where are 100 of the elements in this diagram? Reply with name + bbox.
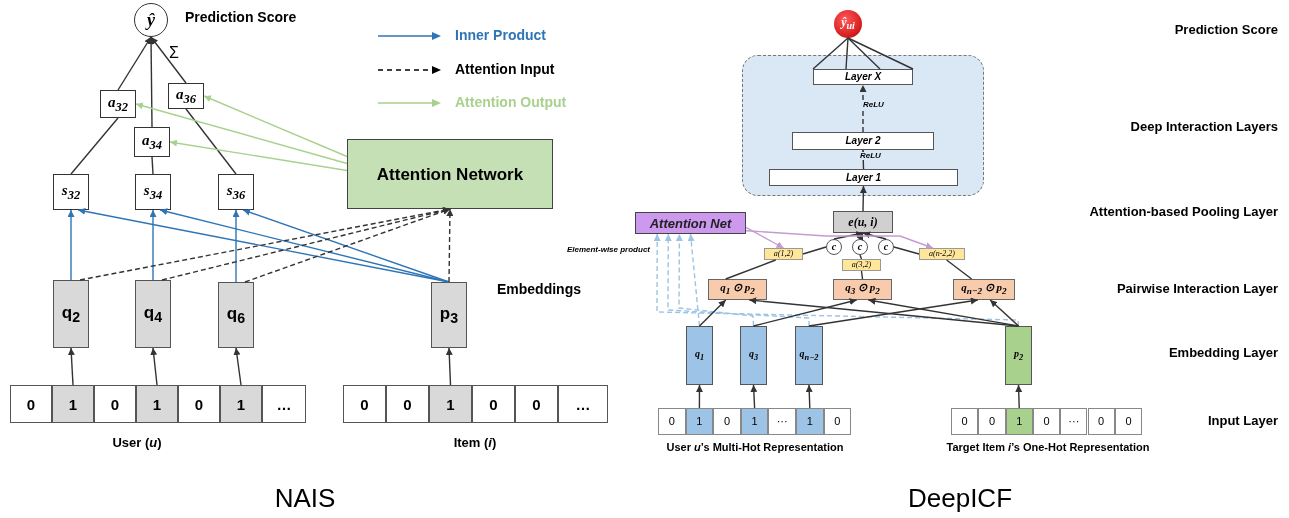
arrow (1015, 384, 1023, 409)
vector-cell: 0 (951, 408, 979, 435)
layer-box: Layer 1 (769, 169, 958, 186)
connector-line (185, 108, 237, 175)
connector-line (945, 259, 973, 280)
arrow (695, 384, 703, 409)
arrow (862, 231, 887, 240)
vector-cell: 0 (978, 408, 1006, 435)
arrow (446, 208, 454, 283)
embedding-vector: q$_{1}$ (686, 326, 713, 385)
weight-tag: a(n-2,2) (919, 248, 965, 260)
arrow (67, 347, 75, 386)
layers-panel (742, 55, 984, 196)
arrow (135, 102, 348, 165)
embedding-vector: p$_{3}$ (431, 282, 467, 348)
vector-caption: User (u) (112, 436, 162, 451)
connector-line (845, 37, 849, 70)
vector-cell: 0 (713, 408, 741, 435)
attention-network-box: Attention Network (347, 139, 553, 209)
heading-label: Prediction Score (185, 10, 297, 26)
vector-cell: 0 (343, 385, 386, 423)
connector-line (725, 259, 777, 280)
connector-line (893, 246, 920, 255)
product-box: q$_{1}$ ⊙ p$_{2}$ (708, 279, 767, 300)
connector-line (802, 246, 827, 255)
arrow (232, 209, 240, 283)
panel-title: DeepICF (908, 484, 1012, 513)
output-circle: ŷ (134, 3, 168, 37)
arrow (664, 233, 810, 327)
product-box: q$_{n−2}$ ⊙ p$_{2}$ (953, 279, 1015, 300)
layer-label: Embeddings (497, 282, 581, 298)
layer-label: Deep Interaction Layers (1130, 120, 1278, 135)
arrow (833, 231, 864, 240)
arrow (150, 36, 187, 84)
arrow (233, 347, 242, 386)
concat-circle: c (852, 239, 868, 255)
vector-cell: 1 (1005, 408, 1033, 435)
vector-cell: … (262, 385, 306, 423)
vector-cell: ··· (768, 408, 796, 435)
vector-cell: 0 (94, 385, 136, 423)
sum-symbol: Σ (169, 44, 179, 62)
arrow (67, 209, 75, 281)
vector-cell: 1 (740, 408, 769, 435)
vector-cell: 1 (52, 385, 94, 423)
connector-line (151, 156, 154, 175)
embedding-vector: p$_{2}$ (1005, 326, 1032, 385)
weight-tag: a(1,2) (764, 248, 803, 260)
vector-caption: User u’s Multi-Hot Representation (666, 441, 844, 454)
layer-box: Layer X (813, 69, 913, 85)
embedding-vector: q$_{n−2}$ (795, 326, 823, 385)
arrow (150, 347, 158, 386)
vector-caption: Item (i) (453, 436, 497, 451)
arrow (805, 384, 813, 409)
vector-cell: 0 (472, 385, 515, 423)
vector-cell: 0 (10, 385, 52, 423)
vector-cell: 0 (178, 385, 220, 423)
arrow (859, 84, 867, 133)
arrow (169, 139, 348, 172)
pooling-box: e(u, i) (833, 211, 893, 233)
similarity-box: s$_{34}$ (135, 174, 171, 210)
layer-label: Input Layer (1207, 414, 1278, 429)
vector-cell: 1 (220, 385, 262, 423)
arrow (859, 185, 867, 212)
connector-line (860, 270, 864, 280)
vector-cell: 0 (1032, 408, 1061, 435)
layer-label: Attention-based Pooling Layer (1089, 205, 1278, 220)
arrow (675, 233, 755, 327)
arrow (867, 297, 1020, 327)
layer-box: Layer 2 (792, 132, 934, 150)
attention-weight-box: a$_{34}$ (134, 127, 170, 157)
arrow (808, 297, 979, 327)
annotation-label: Element-wise product (566, 246, 650, 255)
arrow (750, 384, 758, 409)
vector-cell: 1 (796, 408, 824, 435)
edge-label: ReLU (862, 101, 885, 109)
legend-label: Attention Output (455, 94, 567, 110)
edge-label: ReLU (859, 152, 882, 160)
arrow (856, 232, 864, 241)
arrow (745, 230, 934, 249)
legend-label: Attention Input (455, 61, 555, 77)
similarity-box: s$_{32}$ (53, 174, 89, 210)
vector-cell: ··· (1060, 408, 1088, 435)
arrow (445, 347, 453, 386)
attention-net-box: Attention Net (635, 212, 746, 234)
layer-label: Embedding Layer (1168, 346, 1278, 361)
product-box: q$_{3}$ ⊙ p$_{2}$ (833, 279, 892, 300)
attention-weight-box: a$_{32}$ (100, 90, 136, 118)
arrow (149, 209, 157, 281)
vector-cell: 0 (823, 408, 852, 435)
vector-cell: 0 (658, 408, 686, 435)
arrow (752, 298, 858, 327)
layer-label: Pairwise Interaction Layer (1116, 282, 1278, 297)
connector-line (812, 37, 849, 70)
vector-cell: … (558, 385, 608, 423)
vector-cell: 0 (386, 385, 429, 423)
similarity-box: s$_{36}$ (218, 174, 254, 210)
connector-line (847, 37, 881, 70)
arrow (203, 95, 348, 158)
vector-cell: 0 (515, 385, 558, 423)
concat-circle: c (878, 239, 894, 255)
